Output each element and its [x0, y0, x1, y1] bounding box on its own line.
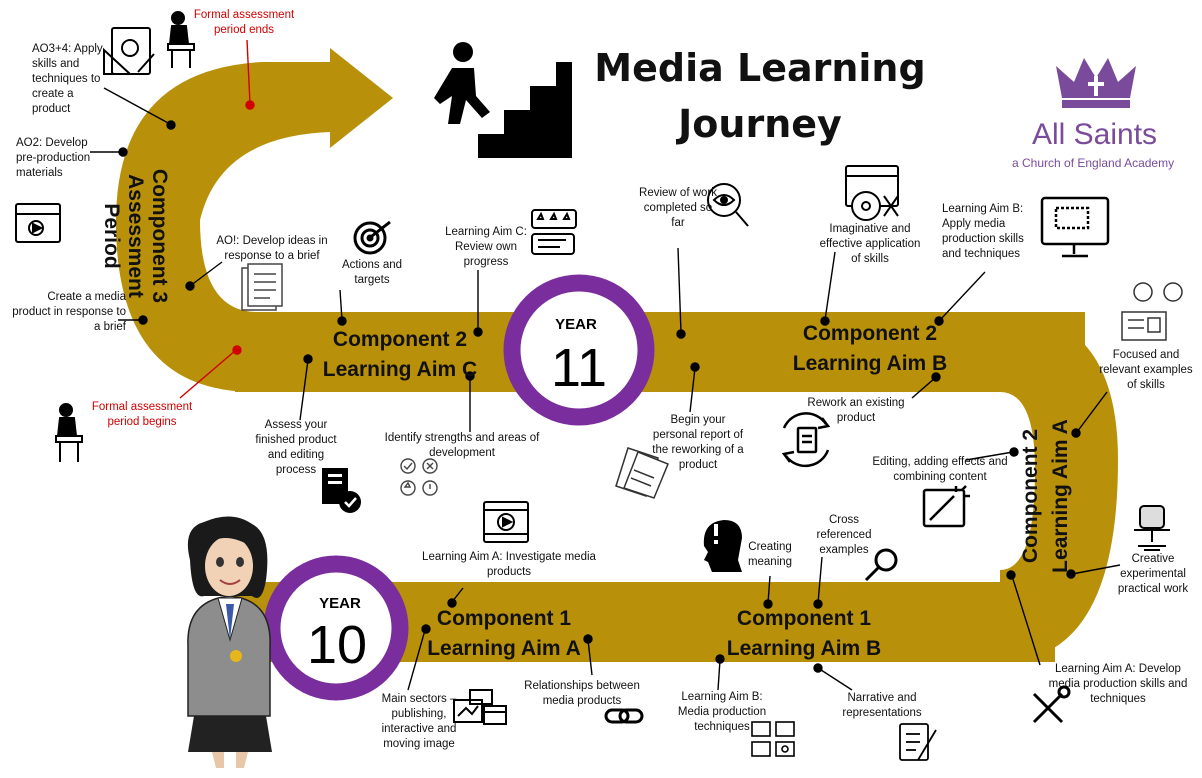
checklist-document-icon [322, 468, 361, 513]
year10-ring: YEAR 10 [263, 555, 409, 701]
label-ao2: AO2: Develop pre-production materials [16, 137, 91, 179]
profiles-network-icon [1121, 282, 1183, 341]
component-1b-line2: Learning Aim B [726, 637, 882, 660]
target-icon [353, 220, 391, 255]
component-2c-line1: Component 2 [332, 328, 468, 351]
report-pages-icon [615, 447, 669, 499]
track-right-curve [1000, 312, 1118, 662]
student-desk-icon [167, 11, 195, 68]
crown-logo-icon [1056, 58, 1136, 108]
film-player-icon [483, 501, 529, 543]
label-actions-targets: Actions and targets [341, 259, 403, 286]
label-formal-end: Formal assessment period ends [193, 9, 295, 36]
student-desk-icon-2 [55, 403, 83, 462]
student-avatar [187, 516, 272, 768]
label-creating-meaning: Creating meaning [747, 541, 793, 568]
label-imaginative: Imaginative and effective application of… [819, 223, 921, 265]
publishing-media-icon [453, 689, 507, 725]
stairs-climber-icon [434, 42, 572, 158]
label-begin-report: Begin your personal report of the rework… [652, 414, 744, 471]
component-2b-heading: Component 2 Learning Aim B [770, 319, 970, 379]
component-2a-line1: Component 2 [1019, 428, 1042, 564]
component-2b-line1: Component 2 [802, 322, 938, 345]
component-1a-heading: Component 1 Learning Aim A [404, 604, 604, 664]
monitor-icon [1040, 196, 1110, 258]
track-year11-band [235, 312, 1085, 392]
label-relationships: Relationships between media products [524, 680, 640, 707]
label-ao1: AO!: Develop ideas in response to a brie… [216, 235, 328, 262]
label-create-product: Create a media product in response to a … [12, 291, 126, 333]
label-focused: Focused and relevant examples of skills [1099, 349, 1193, 391]
video-player-icon [15, 203, 61, 243]
label-editing: Editing, adding effects and combining co… [872, 456, 1008, 483]
evaluation-grid-icon [400, 458, 438, 496]
label-review-work: Review of work completed so far [639, 187, 717, 229]
link-icon [604, 708, 644, 724]
red-connectors [179, 39, 255, 399]
label-aim-c-review: Learning Aim C: Review own progress [445, 226, 527, 268]
year11-ring: YEAR 11 [503, 274, 655, 426]
label-rework: Rework an existing product [807, 397, 905, 424]
label-assess-finished: Assess your finished product and editing… [255, 419, 337, 476]
label-aim-a-develop: Learning Aim A: Develop media production… [1048, 663, 1188, 705]
logo-name: All Saints [1032, 118, 1158, 151]
year11-number: 11 [551, 338, 607, 398]
label-main-sectors: Main sectors – publishing, interactive a… [381, 693, 457, 750]
component-2c-line2: Learning Aim C [322, 358, 478, 381]
label-aim-b-techniques: Learning Aim B: Media production techniq… [677, 691, 767, 733]
component-3-line1: Component 3 [148, 168, 171, 304]
label-aim-b-apply: Learning Aim B: Apply media production s… [942, 203, 1024, 260]
connectors [90, 87, 1121, 691]
label-formal-begin: Formal assessment period begins [91, 401, 193, 428]
component-2a-heading: Component 2 Learning Aim A [1016, 396, 1076, 596]
component-2b-line2: Learning Aim B [792, 352, 948, 375]
design-tools-icon [103, 27, 155, 75]
component-3-line2: Assessment [124, 174, 147, 298]
media-files-icon [751, 721, 795, 757]
label-ao34: AO3+4: Apply skills and techniques to cr… [32, 43, 103, 115]
tools-wrench-icon [1032, 685, 1071, 724]
label-aim-a-investigate: Learning Aim A: Investigate media produc… [422, 551, 596, 578]
label-creative: Creative experimental practical work [1117, 553, 1189, 595]
track-arrow [116, 48, 393, 392]
label-narrative: Narrative and representations [842, 692, 922, 719]
thinking-head-icon [703, 520, 742, 572]
label-cross-ref: Cross referenced examples [816, 514, 872, 556]
year10-number: 10 [307, 615, 367, 675]
eye-search-icon [707, 183, 749, 227]
magnifier-icon [864, 548, 898, 582]
component-1a-line1: Component 1 [436, 607, 572, 630]
rework-cycle-icon [781, 412, 831, 468]
script-pencil-icon [899, 723, 937, 761]
logo-subtitle: a Church of England Academy [1012, 156, 1175, 170]
component-1a-line2: Learning Aim A [427, 637, 581, 660]
component-1b-heading: Component 1 Learning Aim B [704, 604, 904, 664]
office-chair-icon [1134, 505, 1170, 551]
video-editor-icon [845, 165, 899, 221]
year11-label: YEAR [555, 316, 597, 333]
year10-label: YEAR [319, 595, 361, 612]
component-1b-line1: Component 1 [736, 607, 872, 630]
star-rating-icon [531, 209, 577, 255]
component-2a-line2: Learning Aim A [1049, 419, 1072, 573]
page-title-line1: Media Learning [594, 46, 926, 90]
label-strengths: Identify strengths and areas of developm… [384, 432, 540, 459]
component-2c-heading: Component 2 Learning Aim C [300, 325, 500, 385]
page-title-line2: Journey [678, 102, 842, 146]
documents-icon [241, 263, 283, 311]
magic-wand-icon [922, 485, 970, 528]
